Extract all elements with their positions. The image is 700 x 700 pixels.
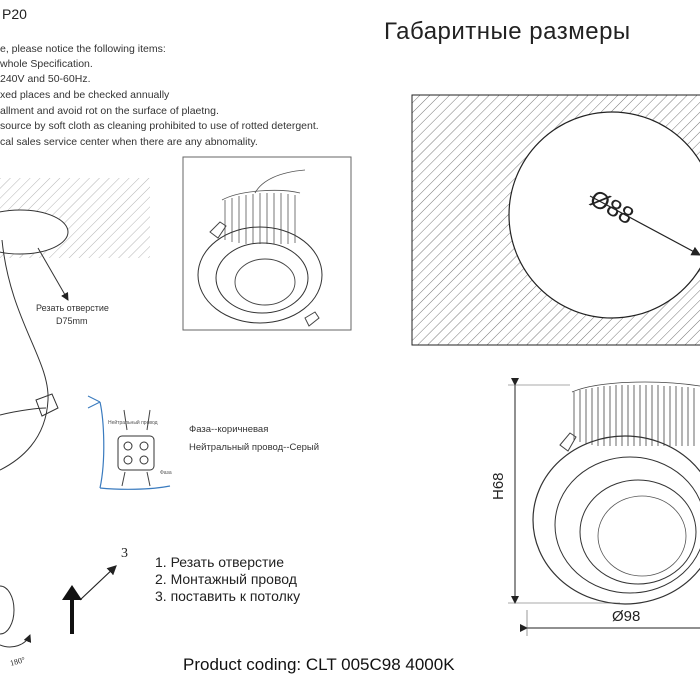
note-line: whole Specification. [0,58,93,70]
rotation-arrow [0,634,32,648]
wiring-terminal [87,395,171,490]
wiring-phase-small: Фаза [160,470,172,476]
step-item: 1. Резать отверстие [155,554,285,570]
note-line: cal sales service center when there are … [0,136,258,148]
spring-clip [559,432,577,452]
outer-diameter-label: Ø98 [612,608,641,625]
diagonal-arrow [79,565,117,601]
product-photo [182,156,352,331]
up-arrow-head [62,585,82,600]
middle-trim-ring [554,456,700,594]
install-sketch [0,178,150,471]
neutral-wire-label: Нейтральный провод--Серый [189,442,320,453]
height-label: H68 [490,472,507,500]
cable [0,239,49,471]
page-title: Габаритные размеры [384,18,631,45]
phase-wire-label: Фаза--коричневая [189,424,269,435]
hole-size-label: D75mm [56,316,88,326]
note-line: e, please notice the following items: [0,43,166,55]
step-item: 3. поставить к потолку [155,588,301,604]
inner-reflector [579,479,697,585]
note-line: source by soft cloth as cleaning prohibi… [0,120,319,132]
product-code-fragment: P20 [2,6,27,22]
product-coding: Product coding: CLT 005C98 4000K [183,655,455,674]
lens [597,495,687,577]
connector [35,393,59,417]
note-line: 240V and 50-60Hz. [0,73,91,85]
step3-arrows [0,565,117,648]
step-item: 2. Монтажный провод [155,571,297,587]
step-number: 3 [121,546,128,561]
cutout-circle [508,111,700,319]
note-line: xed places and be checked annually [0,89,170,101]
outer-trim-ring [532,435,700,605]
terminal-block [117,435,155,471]
cutout-diameter-arrow [589,195,700,256]
cutout-diagram [411,94,700,346]
note-line: allment and avoid rot on the surface of … [0,105,219,117]
product-side-view [508,378,700,636]
wiring-neutral-small: Нейтральный провод [108,420,158,426]
hole-label: Резать отверстие [36,303,109,313]
hole-pointer [37,247,69,301]
ceiling-hole [0,209,69,255]
